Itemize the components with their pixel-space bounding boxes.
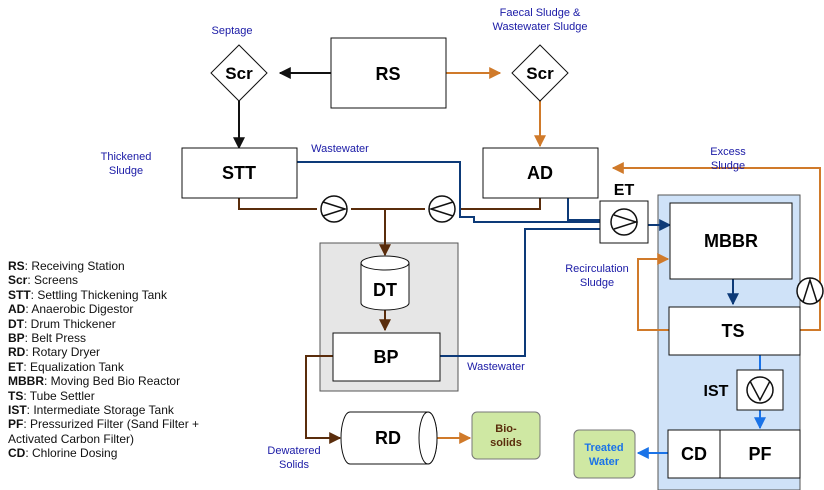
node-dt-label: DT — [373, 280, 397, 300]
node-ad-label: AD — [527, 163, 553, 183]
label-faecal-2: Wastewater Sludge — [493, 21, 588, 33]
legend-item: AD: Anaerobic Digestor — [8, 302, 134, 317]
arrow-bp-to-rd — [305, 355, 342, 444]
node-rd — [340, 411, 438, 465]
legend-item: ET: Equalization Tank — [8, 359, 124, 374]
node-treated-water — [573, 429, 636, 479]
label-faecal-1: Faecal Sludge & — [500, 7, 581, 19]
label-thickened-2: Sludge — [109, 165, 143, 177]
node-ist-label: IST — [704, 383, 729, 400]
node-ts-label: TS — [721, 321, 744, 341]
legend-item: BP: Belt Press — [8, 331, 87, 346]
node-pf — [719, 429, 801, 479]
wastewater-line-bp — [440, 228, 600, 357]
legend-item: MBBR: Moving Bed Bio Reactor — [8, 374, 181, 389]
label-dewatered-1: Dewatered — [267, 445, 320, 457]
pump-icon — [796, 277, 824, 305]
label-recirculation-1: Recirculation — [565, 263, 629, 275]
node-et-label: ET — [614, 182, 635, 199]
label-wastewater-top: Wastewater — [311, 143, 369, 155]
sludge-line-ad — [459, 198, 541, 210]
legend-item: RS: Receiving Station — [8, 259, 125, 273]
node-biosolids-label-2: solids — [490, 437, 522, 449]
node-biosolids-label-1: Bio- — [495, 423, 517, 435]
label-septage: Septage — [212, 25, 253, 37]
node-treated-label-2: Water — [589, 456, 620, 468]
pump-icon — [320, 195, 348, 223]
node-dt — [360, 255, 410, 311]
wastewater-line-ad — [567, 198, 600, 221]
node-cd — [667, 429, 721, 479]
legend-item: PF: Pressurized Filter (Sand Filter + Ac… — [8, 417, 200, 446]
node-rd-label: RD — [375, 428, 401, 448]
legend-item: TS: Tube Settler — [8, 388, 95, 403]
node-rs — [330, 37, 447, 109]
node-pf-label: PF — [748, 444, 771, 464]
node-stt-label: STT — [222, 163, 256, 183]
pump-icon — [610, 208, 639, 236]
node-scr-right-label: Scr — [526, 64, 554, 83]
node-biosolids — [471, 411, 541, 460]
node-mbbr-label: MBBR — [704, 231, 758, 251]
node-stt — [181, 147, 298, 199]
node-bp-label: BP — [373, 347, 398, 367]
abbreviation-legend: RS: Receiving Station Scr: Screens STT: … — [8, 259, 248, 461]
node-rs-label: RS — [375, 64, 400, 84]
node-mbbr — [669, 202, 793, 280]
label-excess-1: Excess — [710, 146, 746, 158]
excess-sludge-line — [611, 162, 821, 331]
legend-item: Scr: Screens — [8, 273, 79, 288]
legend-item: DT: Drum Thickener — [8, 316, 116, 331]
node-scr-right — [511, 44, 569, 102]
pump-icon — [746, 376, 774, 404]
label-recirculation-2: Sludge — [580, 277, 614, 289]
sludge-line-stt — [238, 198, 317, 210]
connectors — [233, 67, 821, 459]
pump-icon — [428, 195, 456, 223]
legend-item: RD: Rotary Dryer — [8, 345, 101, 360]
wastewater-line-stt — [297, 161, 600, 223]
label-excess-2: Sludge — [711, 160, 745, 172]
node-bp — [332, 332, 441, 382]
node-treated-label-1: Treated — [584, 442, 623, 454]
label-dewatered-2: Solids — [279, 459, 309, 471]
node-scr-left — [210, 44, 268, 102]
recirculation-line — [637, 253, 670, 331]
node-ts — [668, 306, 801, 356]
node-cd-label: CD — [681, 444, 707, 464]
node-ad — [482, 147, 599, 199]
label-wastewater-bottom: Wastewater — [467, 361, 525, 373]
label-thickened-1: Thickened — [101, 151, 152, 163]
legend-item: CD: Chlorine Dosing — [8, 446, 118, 461]
legend-item: IST: Intermediate Storage Tank — [8, 403, 174, 418]
node-scr-left-label: Scr — [225, 64, 253, 83]
legend-item: STT: Settling Thickening Tank — [8, 287, 167, 302]
